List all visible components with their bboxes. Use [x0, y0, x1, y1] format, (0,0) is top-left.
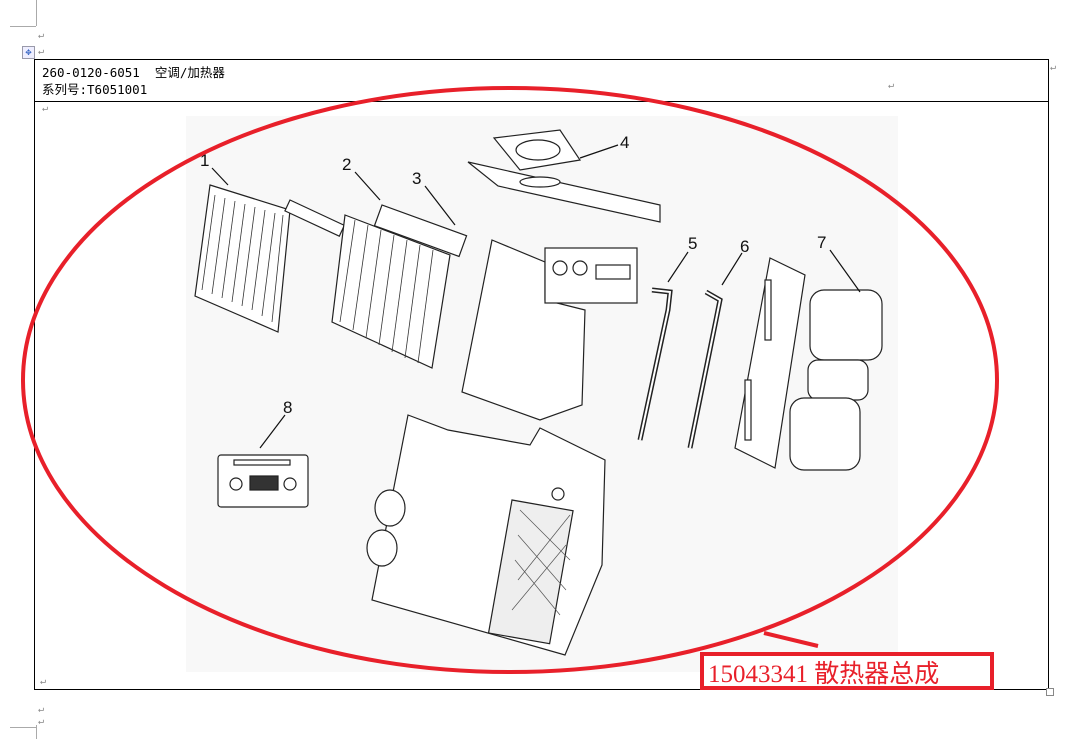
part-1-radiator: [194, 184, 346, 333]
callout-1: 1: [200, 151, 209, 170]
paragraph-mark: ↵: [38, 46, 45, 57]
serial-number: 系列号:T6051001: [42, 82, 148, 97]
table-move-handle[interactable]: ✥: [22, 46, 35, 59]
annotation-pointer: [763, 631, 819, 648]
margin-corner-bottom-h: [10, 727, 36, 728]
part-7-blower: [734, 257, 883, 471]
cell-end-mark: ↵: [1050, 62, 1057, 73]
housing: [366, 414, 606, 656]
part-5-hose: [637, 287, 673, 441]
part-number-title: 260-0120-6051 空调/加热器: [42, 65, 225, 80]
callout-2: 2: [342, 155, 351, 174]
callout-3: 3: [412, 169, 421, 188]
part-6-hose: [687, 289, 723, 449]
paragraph-mark: ↵: [38, 704, 45, 715]
annotation-label: 15043341 散热器总成: [700, 652, 994, 690]
callout-8: 8: [283, 398, 292, 417]
part-4-bracket: [467, 129, 661, 223]
diagram-cell: [34, 100, 1049, 690]
paragraph-mark: ↵: [40, 676, 47, 687]
cell-end-mark: ↵: [888, 80, 895, 91]
diagram-svg: 1 2 3 4 5 6 7 8: [194, 129, 883, 656]
callout-4: 4: [620, 133, 629, 152]
table-resize-handle[interactable]: [1046, 688, 1054, 696]
margin-corner-top: [36, 0, 37, 26]
exploded-parts-diagram: 1 2 3 4 5 6 7 8: [186, 116, 898, 672]
part-8-controller: [217, 454, 309, 508]
callout-5: 5: [688, 234, 697, 253]
part-2-heater-core: [331, 204, 468, 369]
control-panel-bracket: [461, 239, 638, 421]
margin-corner-top-h: [10, 26, 36, 27]
paragraph-mark: ↵: [38, 716, 45, 727]
highlight-ellipse: [21, 86, 999, 674]
margin-corner-bottom: [36, 725, 37, 739]
paragraph-mark: ↵: [38, 30, 45, 41]
paragraph-mark: ↵: [42, 103, 49, 114]
callout-7: 7: [817, 233, 826, 252]
callout-6: 6: [740, 237, 749, 256]
header-cell: [34, 59, 1049, 102]
